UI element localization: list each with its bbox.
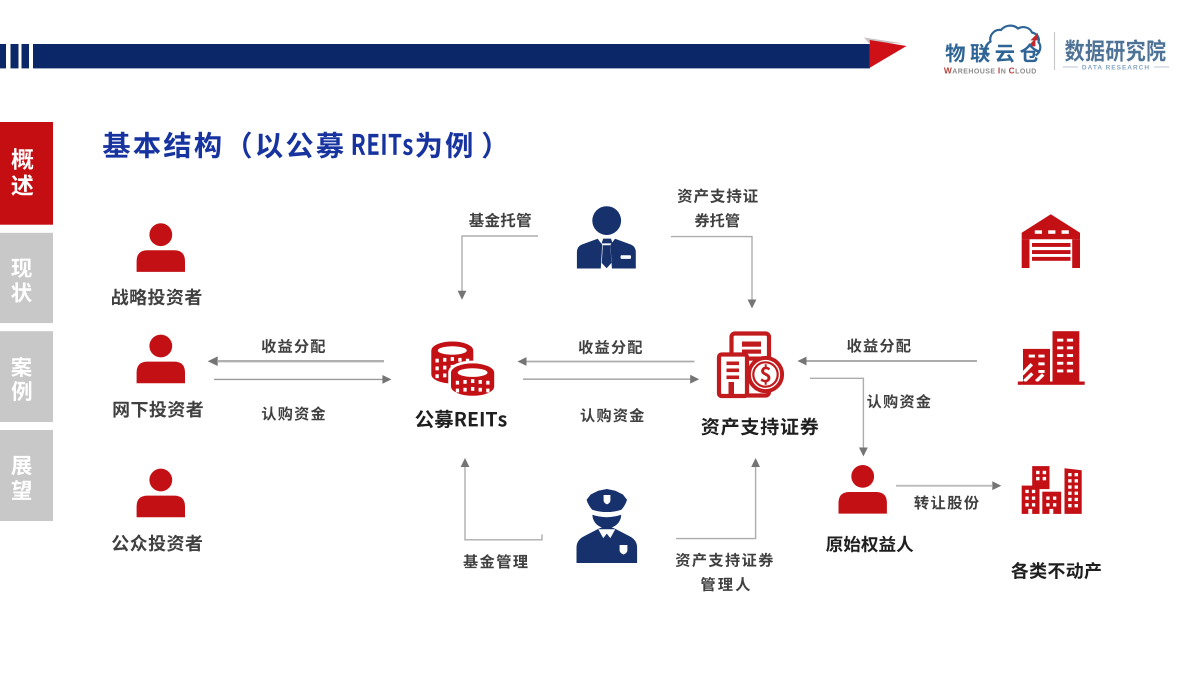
svg-text:WAREHOUSE IN CLOUD: WAREHOUSE IN CLOUD <box>944 66 1037 76</box>
svg-text:DATA RESEARCH: DATA RESEARCH <box>1082 65 1150 72</box>
